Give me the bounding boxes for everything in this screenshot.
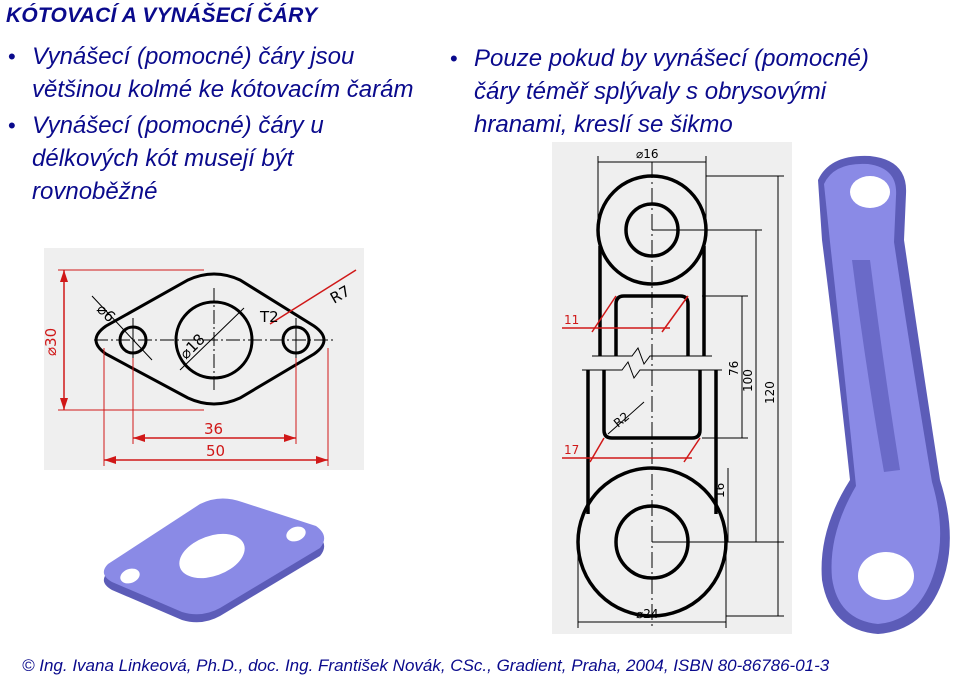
arrow-icon — [104, 456, 116, 464]
dim-100: 100 — [741, 369, 755, 392]
model-right-hole — [286, 526, 306, 542]
dim-height: ⌀30 — [42, 328, 60, 356]
dim-lower-width: 17 — [564, 443, 579, 457]
page-title: KÓTOVACÍ A VYNÁŠECÍ ČÁRY — [6, 4, 318, 27]
dim-upper-width: 11 — [564, 313, 579, 327]
drawing-background — [44, 248, 364, 470]
leader-line — [607, 401, 645, 435]
footer-citation: © Ing. Ivana Linkeová, Ph.D., doc. Ing. … — [22, 656, 830, 675]
bullet-item: • Vynášecí (pomocné) čáry jsou většinou k… — [6, 40, 416, 106]
dim-76: 76 — [727, 361, 741, 376]
flange-drawing: ⌀30 ⌀6 ⌀18 T2 R7 36 50 — [42, 248, 364, 470]
break-line — [592, 346, 712, 366]
model-bottom-hole — [858, 552, 914, 600]
model-left-hole — [120, 568, 140, 584]
link-drawing: ⌀16 ⌀24 11 17 R2 76 100 120 16 — [552, 142, 792, 634]
bullet-item: • Vynášecí (pomocné) čáry u délkových kót… — [6, 109, 416, 208]
drawing-background — [552, 142, 792, 634]
dim-120: 120 — [763, 381, 777, 404]
model-center-hole — [179, 533, 245, 579]
dim-thickness: T2 — [259, 308, 279, 326]
arrow-icon — [316, 456, 328, 464]
dim-16: 16 — [713, 483, 727, 498]
break-line — [582, 360, 722, 380]
bullet-icon: • — [450, 46, 458, 71]
left-bullet-list: • Vynášecí (pomocné) čáry jsou většinou k… — [6, 40, 416, 211]
model-top-hole — [850, 176, 890, 208]
link-3d-model — [818, 155, 950, 634]
dimension-line — [269, 269, 357, 325]
arrow-icon — [60, 270, 68, 282]
leader-line — [91, 295, 153, 361]
dim-top-boss: ⌀16 — [636, 147, 659, 161]
right-bullet-list: • Pouze pokud by vynášecí (pomocné) čáry … — [448, 42, 888, 141]
model-pocket — [852, 260, 900, 472]
arrow-icon — [133, 434, 145, 442]
dim-bottom-boss: ⌀24 — [636, 607, 659, 621]
flange-outline — [94, 272, 326, 406]
bullet-text: Pouze pokud by vynášecí (pomocné) čáry t… — [474, 45, 869, 138]
bullet-icon: • — [8, 113, 16, 138]
slanted-extension-line — [591, 295, 617, 333]
bullet-item: • Pouze pokud by vynášecí (pomocné) čáry … — [448, 42, 888, 141]
bullet-text: Vynášecí (pomocné) čáry jsou většinou ko… — [32, 43, 414, 103]
dim-overall-length: 50 — [206, 442, 225, 460]
slanted-extension-line — [661, 295, 689, 333]
dim-hole-spacing: 36 — [204, 420, 223, 438]
bullet-icon: • — [8, 44, 16, 69]
flange-3d-model — [103, 498, 325, 623]
arrow-icon — [60, 398, 68, 410]
arrow-icon — [284, 434, 296, 442]
leader-line — [179, 307, 245, 371]
bullet-text: Vynášecí (pomocné) čáry u délkových kót … — [32, 112, 324, 205]
